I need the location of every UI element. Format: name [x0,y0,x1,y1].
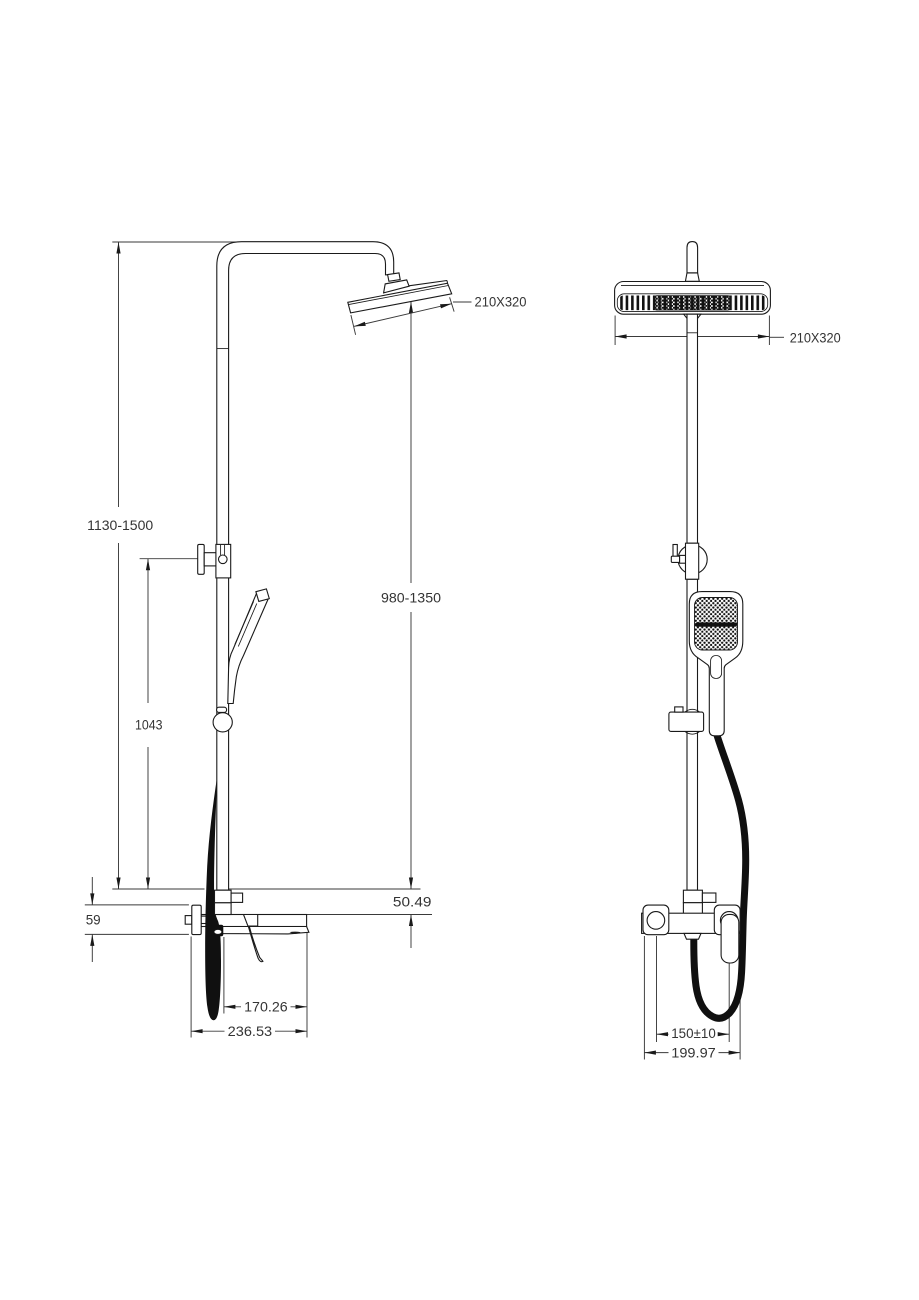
dimension-head-size-side: 210X320 [350,295,527,335]
shower-hose-side [205,778,222,1021]
dimension-overall-depth: 236.53 [190,932,308,1039]
hand-shower-front [688,591,744,737]
dimension-slide-bar-height: 1043 [135,558,198,889]
wall-bracket-side [197,543,232,579]
holder-knob-side [212,712,233,733]
dimension-label-overall-height: 1130-1500 [87,518,153,533]
head-nut-side [386,272,401,282]
dimension-label-head-size-side: 210X320 [475,295,527,310]
rain-shower-head-front [614,280,771,319]
wall-escutcheon-side [184,904,202,936]
wall-bracket-front [670,542,708,580]
holder-ring-side [216,706,228,713]
dimension-label-mixer-body-height: 59 [86,912,101,927]
hand-shower-side [212,588,270,733]
bath-mixer-front [641,904,741,964]
dimension-overall-height: 1130-1500 [87,242,153,889]
head-spray-center [653,295,731,311]
dimension-spout-reach: 170.26 [223,937,307,1015]
dimension-label-head-size-front: 210X320 [790,330,841,345]
dimension-deck-drop: 50.49 [393,894,432,948]
dimension-label-body-width: 199.97 [671,1045,716,1060]
dimension-label-inlet-spacing: 150±10 [671,1026,716,1041]
shower-hose-front [690,731,750,1022]
dimension-riser-height: 980-1350 [381,301,441,889]
hand-shower-neck-detail [710,655,723,679]
front-view: 210X320 150±10 199.97 [614,241,841,1060]
dimension-label-overall-depth: 236.53 [228,1024,273,1039]
hand-shower-band [694,622,738,627]
dimension-mixer-body-height: 59 [84,877,189,962]
hose-outlet-front [683,932,702,940]
side-view: 1130-1500 1043 59 980-1350 [84,241,527,1039]
hose-outlet-ring [213,929,223,935]
pipe-connector-side [213,889,244,916]
mixer-handle-front [720,913,740,964]
dimension-head-size-front: 210X320 [614,315,841,345]
rain-shower-head-side [347,272,453,314]
dimension-label-riser-height: 980-1350 [381,590,441,605]
spout-opening [289,931,301,934]
dimension-label-spout-reach: 170.26 [244,1000,288,1015]
riser-pipe-side [216,241,395,891]
top-stub-pipe [684,241,700,282]
slide-holder-front [668,706,705,735]
dimension-label-slide-bar-height: 1043 [135,718,163,733]
dimension-label-deck-drop: 50.49 [393,894,432,909]
mixer-handle-side [242,913,264,963]
pipe-connector-front [682,889,717,915]
